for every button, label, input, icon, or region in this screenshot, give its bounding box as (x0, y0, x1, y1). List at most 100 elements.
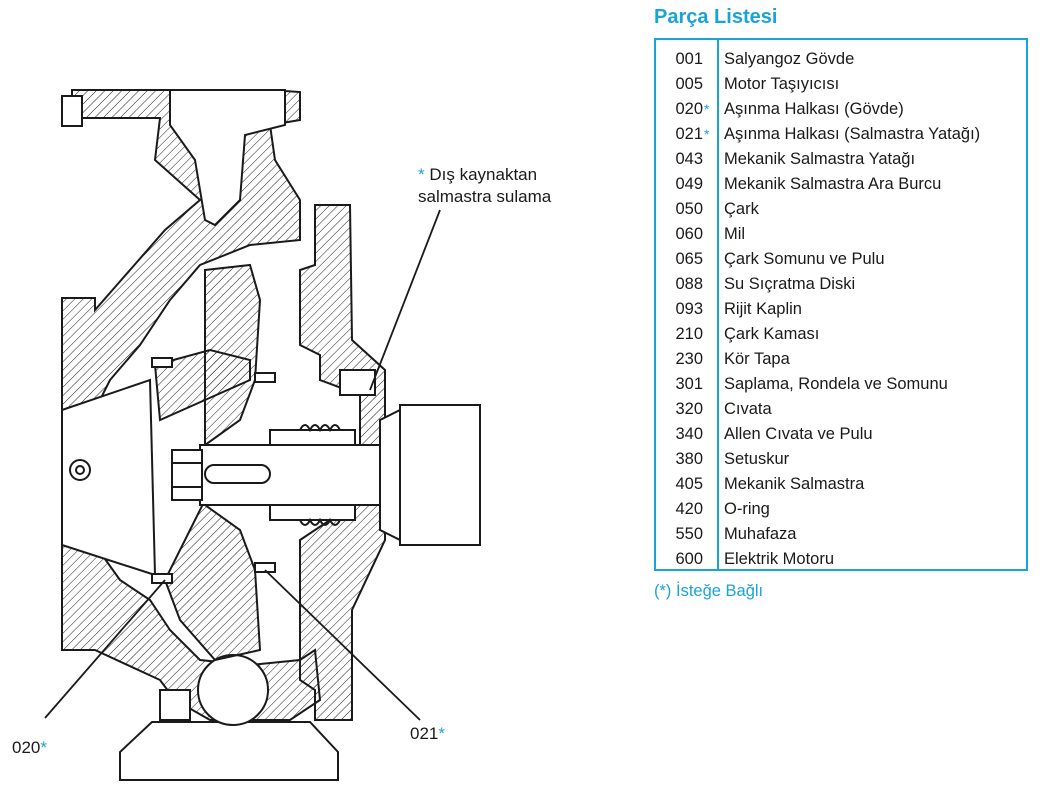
part-name: Salyangoz Gövde (724, 50, 855, 68)
motor-shaft-end (399, 404, 481, 546)
part-code: 065 (675, 250, 703, 268)
part-code: 340 (675, 425, 703, 443)
parts-table: 001 Salyangoz Gövde 005 Motor Taşıyıcısı 020… (654, 38, 1028, 571)
part-code: 230 (675, 350, 703, 368)
wear-ring-021-top (254, 372, 276, 383)
part-name: Mekanik Salmastra Ara Burcu (724, 175, 942, 193)
wear-ring-020-top (151, 357, 173, 368)
motor-bracket-lower (299, 499, 386, 721)
callout-021-code: 021 (410, 724, 439, 743)
part-row: 320 Cıvata (656, 397, 1026, 422)
part-row: 050 Çark (656, 197, 1026, 222)
motor-bracket (299, 204, 386, 456)
part-row: 550 Muhafaza (656, 522, 1026, 547)
part-name: Çark Kaması (724, 325, 820, 343)
part-name: Elektrik Motoru (724, 550, 835, 568)
callout-020-code: 020 (12, 738, 41, 757)
part-code: 093 (675, 300, 703, 318)
part-code: 420 (675, 500, 703, 518)
flush-callout: * Dış kaynaktan salmastra sulama (418, 164, 551, 208)
part-name: Mil (724, 225, 746, 243)
flush-callout-line2: salmastra sulama (418, 187, 552, 206)
part-code: 021 (675, 125, 703, 143)
part-name: Mekanik Salmastra Yatağı (724, 150, 916, 168)
callout-021-star: * (438, 724, 445, 743)
part-code: 320 (675, 400, 703, 418)
callout-020: 020* (12, 737, 47, 759)
pump-cross-section-drawing (44, 89, 481, 781)
part-name: Saplama, Rondela ve Somunu (724, 375, 948, 393)
part-row: 340 Allen Cıvata ve Pulu (656, 422, 1026, 447)
part-optional-star: * (704, 101, 710, 117)
part-name: Kör Tapa (724, 350, 790, 368)
shaft-keyway (204, 464, 271, 484)
part-row: 088 Su Sıçratma Diski (656, 272, 1026, 297)
part-row: 093 Rijit Kaplin (656, 297, 1026, 322)
leader-021 (264, 569, 421, 721)
leader-flush (369, 209, 441, 391)
bottom-bolt (159, 689, 191, 721)
flush-callout-line1: Dış kaynaktan (429, 165, 538, 184)
discharge-throat (169, 89, 286, 227)
part-code: 210 (675, 325, 703, 343)
callout-021: 021* (410, 723, 445, 745)
part-name: Setuskur (724, 450, 790, 468)
part-code: 050 (675, 200, 703, 218)
part-code: 001 (675, 50, 703, 68)
base-stand (119, 721, 339, 781)
part-row: 420 O-ring (656, 497, 1026, 522)
part-row: 380 Setuskur (656, 447, 1026, 472)
part-name: Motor Taşıyıcısı (724, 75, 840, 93)
part-code: 405 (675, 475, 703, 493)
part-row: 405 Mekanik Salmastra (656, 472, 1026, 497)
part-code: 049 (675, 175, 703, 193)
part-row: 060 Mil (656, 222, 1026, 247)
part-name: Çark Somunu ve Pulu (724, 250, 885, 268)
part-name: Su Sıçratma Diski (724, 275, 856, 293)
callout-020-star: * (40, 738, 47, 757)
part-optional-star: * (704, 126, 710, 142)
part-name: Muhafaza (724, 525, 797, 543)
coupling (379, 408, 401, 542)
part-name: Aşınma Halkası (Salmastra Yatağı) (724, 125, 981, 143)
part-row: 005 Motor Taşıyıcısı (656, 72, 1026, 97)
top-bolt (61, 95, 83, 127)
mechanical-seal (269, 429, 356, 521)
part-row: 043 Mekanik Salmastra Yatağı (656, 147, 1026, 172)
part-code: 380 (675, 450, 703, 468)
flush-port (339, 369, 376, 396)
part-row: 001 Salyangoz Gövde (656, 47, 1026, 72)
part-code: 043 (675, 150, 703, 168)
leader-020 (44, 579, 166, 719)
part-name: Çark (724, 200, 759, 218)
wear-ring-020-bottom (151, 573, 173, 584)
part-code: 020 (675, 100, 703, 118)
part-code: 060 (675, 225, 703, 243)
wear-ring-021-bottom (254, 562, 276, 573)
part-code: 088 (675, 275, 703, 293)
part-row: 065 Çark Somunu ve Pulu (656, 247, 1026, 272)
part-row: 230 Kör Tapa (656, 347, 1026, 372)
part-name: Mekanik Salmastra (724, 475, 865, 493)
flush-callout-star: * (418, 165, 425, 184)
part-code: 301 (675, 375, 703, 393)
part-row: 210 Çark Kaması (656, 322, 1026, 347)
parts-list-title: Parça Listesi (654, 6, 778, 28)
part-name: Cıvata (724, 400, 772, 418)
part-row: 600 Elektrik Motoru (656, 547, 1026, 572)
table-column-divider (717, 40, 719, 569)
part-code: 005 (675, 75, 703, 93)
part-name: Rijit Kaplin (724, 300, 802, 318)
part-row: 301 Saplama, Rondela ve Somunu (656, 372, 1026, 397)
part-code: 550 (675, 525, 703, 543)
part-row: 021* Aşınma Halkası (Salmastra Yatağı) (656, 122, 1026, 147)
part-name: Allen Cıvata ve Pulu (724, 425, 873, 443)
part-row: 049 Mekanik Salmastra Ara Burcu (656, 172, 1026, 197)
volute-bottom-chamber (197, 654, 269, 726)
part-name: O-ring (724, 500, 770, 518)
optional-note: (*) İsteğe Bağlı (654, 582, 764, 600)
impeller-shroud (153, 348, 251, 422)
part-name: Aşınma Halkası (Gövde) (724, 100, 904, 118)
part-row: 020* Aşınma Halkası (Gövde) (656, 97, 1026, 122)
part-code: 600 (675, 550, 703, 568)
